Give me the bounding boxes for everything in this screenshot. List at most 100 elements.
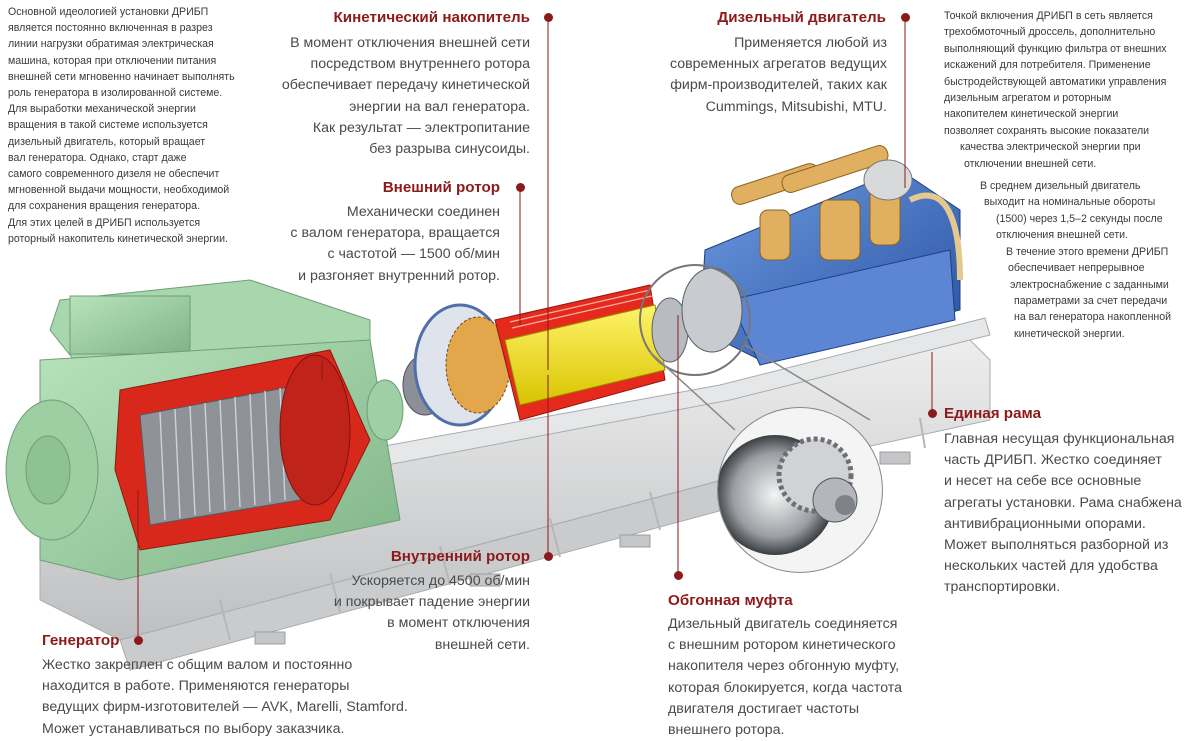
generator-terminal-box — [69, 295, 191, 355]
inner-rotor-line: Ускоряется до 4500 об/мин — [351, 573, 530, 589]
kinetic-line: энергии на вал генератора. — [349, 98, 530, 115]
frame-description: Главная несущая функциональная часть ДРИ… — [944, 429, 1196, 599]
frame-line: антивибрационными опорами. — [944, 515, 1146, 532]
generator-laminations — [159, 387, 286, 521]
intro-right-line: Точкой включения ДРИБП в сеть является — [944, 10, 1153, 22]
inner-rotor-line: в момент отключения — [387, 615, 530, 632]
clutch-zoom-ring — [639, 264, 751, 376]
intro-left-line: вал генератора. Однако, старт даже — [8, 151, 187, 164]
callout-dot-clutch — [674, 571, 683, 580]
intro-right-line: обеспечивает непрерывное — [1008, 262, 1145, 275]
callout-dot-frame — [928, 409, 937, 418]
diesel-line: фирм-производителей, таких как — [670, 77, 887, 94]
intro-left-line: роторный накопитель кинетической энергии… — [8, 232, 228, 245]
outer-rotor-slots — [509, 289, 653, 329]
intro-left-line: для сохранения вращения генератора. — [8, 200, 201, 213]
diesel-line: Cummings, Mitsubishi, MTU. — [705, 98, 887, 115]
generator-line: Может устанавливаться по выбору заказчик… — [42, 720, 345, 737]
generator-line: ведущих фирм-изготовителей — AVK, Marell… — [42, 699, 408, 716]
callout-leaders — [137, 22, 933, 640]
zoom-connector-1 — [649, 351, 736, 431]
intro-left-line: Для выработки механической энергии — [8, 103, 196, 116]
kinetic-storage-title: Кинетический накопитель — [333, 9, 530, 26]
frame-line: Главная несущая функциональная — [944, 431, 1175, 447]
intro-right-line: В течение этого времени ДРИБП — [1006, 245, 1169, 258]
kinetic-line: Как результат — электропитание — [312, 119, 530, 136]
diesel-line: Применяется любой из — [734, 35, 887, 51]
engine-lower-block — [729, 249, 956, 366]
kinetic-line: обеспечивает передачу кинетической — [281, 77, 530, 94]
outer-rotor-line: с валом генератора, вращается — [290, 225, 500, 242]
intro-left-line: Основной идеологией установки ДРИБП — [8, 6, 209, 18]
intro-left-line: машина, которая при отключении питания — [8, 54, 217, 67]
clutch-line: двигателя достигает частоты — [668, 700, 860, 717]
outer-rotor-title: Внешний ротор — [382, 179, 500, 196]
clutch-line: внешнего ротора. — [668, 722, 785, 739]
callout-dot-outer-rotor — [516, 183, 525, 192]
outer-rotor-description: Механически соединен с валом генератора,… — [250, 202, 500, 287]
diesel-engine-title: Дизельный двигатель — [717, 9, 886, 26]
generator-shaft-end — [366, 379, 404, 441]
intro-right-line: В среднем дизельный двигатель — [980, 180, 1141, 193]
diesel-line: современных агрегатов ведущих — [669, 56, 887, 73]
generator-title: Генератор — [42, 632, 120, 649]
kinetic-storage-illustration — [402, 284, 689, 427]
diesel-engine-illustration — [681, 145, 963, 366]
zoom-connector-2 — [744, 344, 871, 421]
intro-left-line: дизельный двигатель, который вращает — [8, 135, 206, 148]
intro-right-line: накопителем кинетической энергии — [944, 108, 1119, 121]
intro-left-line: является постоянно включенная в разрез — [8, 22, 213, 35]
frame-line: транспортировки. — [944, 579, 1061, 596]
intro-right-line: электроснабжение с заданными — [1010, 278, 1169, 291]
intro-left-line: роль генератора в изолированной системе. — [8, 87, 223, 100]
intro-right-line: качества электрической энергии при — [960, 141, 1141, 154]
diesel-engine-description: Применяется любой из современных агрегат… — [600, 33, 887, 118]
inner-rotor-body — [504, 304, 666, 406]
callout-dot-diesel — [901, 13, 910, 22]
frame-line: часть ДРИБП. Жестко соединяет — [944, 452, 1162, 469]
intro-left-line: Для этих целей в ДРИБП используется — [8, 216, 201, 229]
intro-right-line: (1500) через 1,5–2 секунды после — [996, 212, 1163, 225]
kinetic-line: посредством внутреннего ротора — [310, 56, 530, 73]
frame-line: и несет на себе все основные — [944, 473, 1142, 490]
generator-line: находится в работе. Применяются генерато… — [42, 678, 350, 695]
intro-left-line: вращения в такой системе используется — [8, 119, 208, 132]
intro-right-line: кинетической энергии. — [1014, 327, 1125, 340]
intro-right-line: позволяет сохранять высокие показатели — [944, 124, 1150, 137]
kinetic-storage-description: В момент отключения внешней сети посредс… — [250, 33, 530, 160]
frame-line: Может выполняться разборной из — [944, 537, 1169, 554]
inner-rotor-description: Ускоряется до 4500 об/мин и покрывает па… — [290, 571, 530, 656]
outer-rotor-line: Механически соединен — [346, 204, 500, 220]
intro-right-line: на вал генератора накопленной — [1014, 311, 1172, 324]
clutch-line: Дизельный двигатель соединяется — [668, 616, 898, 632]
generator-fan — [279, 354, 351, 506]
generator-hub — [25, 435, 71, 505]
clutch-line: накопителя через обгонную муфту, — [668, 658, 900, 675]
callout-dot-kinetic — [544, 13, 553, 22]
inner-rotor-title: Внутренний ротор — [390, 548, 530, 565]
intro-right-line: отключения внешней сети. — [996, 229, 1129, 242]
intro-left-line: линии нагрузки обратимая электрическая — [8, 38, 214, 51]
clutch-line: с внешним ротором кинетического — [668, 637, 896, 654]
generator-description: Жестко закреплен с общим валом и постоян… — [42, 655, 442, 740]
intro-right-line: выходит на номинальные обороты — [984, 196, 1156, 209]
inner-rotor-line: внешней сети. — [434, 636, 530, 653]
intro-right-line: выполняющий функцию фильтра от внешних — [944, 42, 1167, 55]
frame-feet — [254, 451, 911, 645]
clutch-title: Обгонная муфта — [668, 592, 793, 609]
clutch-description: Дизельный двигатель соединяется с внешни… — [668, 614, 928, 741]
engine-pipe — [908, 192, 963, 281]
intro-right-line: дизельным агрегатом и роторным — [944, 92, 1112, 105]
frame-line: агрегаты установки. Рама снабжена — [944, 494, 1182, 511]
intro-right-line: параметрами за счет передачи — [1014, 294, 1168, 307]
intro-left-text: Основной идеологией установки ДРИБП явля… — [8, 4, 258, 247]
intro-right-line: быстродействующей автоматики управления — [944, 75, 1167, 88]
turbo-charger — [863, 159, 913, 201]
intro-right-line: искажений для потребителя. Применение — [944, 59, 1151, 72]
frame-title: Единая рама — [944, 405, 1042, 422]
inner-rotor-line: и покрывает падение энергии — [333, 594, 530, 611]
intro-right-text: Точкой включения ДРИБП в сеть является т… — [944, 8, 1194, 342]
intro-left-line: мгновенной выдачи мощности, необходимой — [8, 184, 230, 197]
outer-rotor-line: и разгоняет внутренний ротор. — [298, 267, 500, 284]
